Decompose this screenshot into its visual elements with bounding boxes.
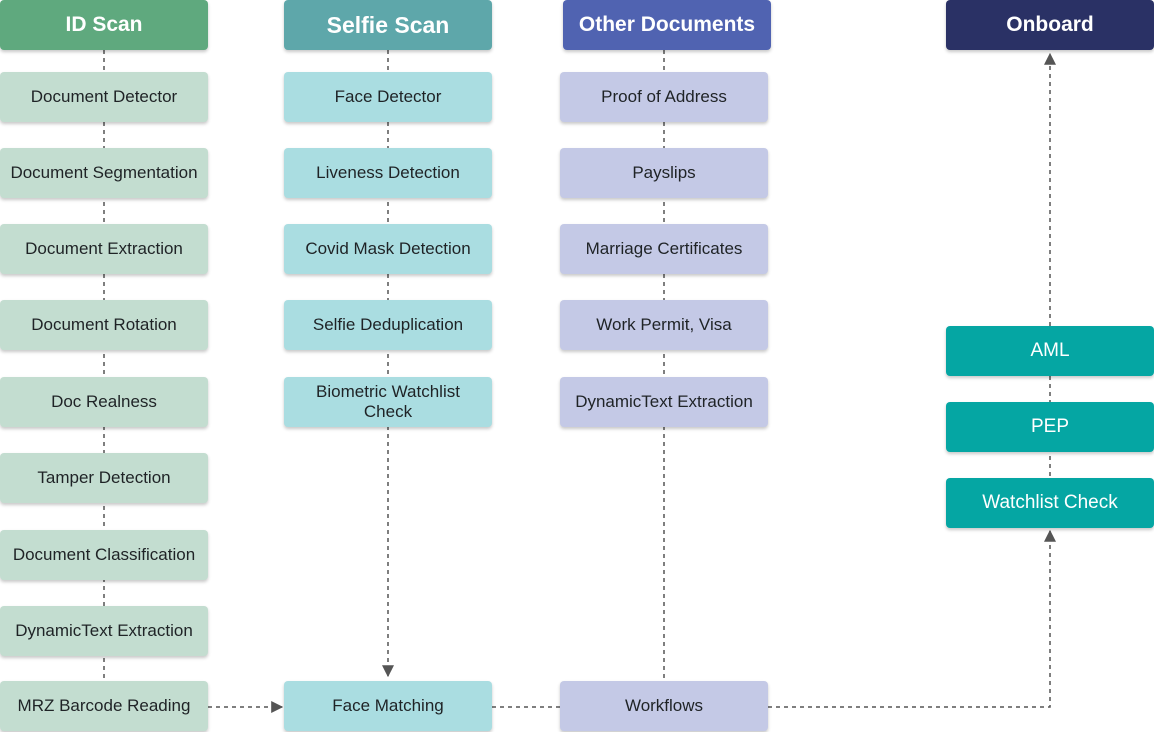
document-segmentation-box: Document Segmentation [0,148,208,198]
id-dynamictext-extraction-box: DynamicText Extraction [0,606,208,656]
document-rotation-box: Document Rotation [0,300,208,350]
covid-mask-detection-box: Covid Mask Detection [284,224,492,274]
document-extraction-box: Document Extraction [0,224,208,274]
face-matching-box: Face Matching [284,681,492,731]
payslips-box: Payslips [560,148,768,198]
pep-box: PEP [946,402,1154,452]
document-detector-box: Document Detector [0,72,208,122]
face-detector-box: Face Detector [284,72,492,122]
onboard-header: Onboard [946,0,1154,50]
id-scan-header: ID Scan [0,0,208,50]
selfie-deduplication-box: Selfie Deduplication [284,300,492,350]
work-permit-visa-box: Work Permit, Visa [560,300,768,350]
selfie-scan-header: Selfie Scan [284,0,492,50]
other-documents-header: Other Documents [563,0,771,50]
biometric-watchlist-check-box: Biometric Watchlist Check [284,377,492,427]
workflows-box: Workflows [560,681,768,731]
aml-box: AML [946,326,1154,376]
mrz-barcode-reading-box: MRZ Barcode Reading [0,681,208,731]
marriage-certificates-box: Marriage Certificates [560,224,768,274]
document-classification-box: Document Classification [0,530,208,580]
doc-realness-box: Doc Realness [0,377,208,427]
tamper-detection-box: Tamper Detection [0,453,208,503]
docs-dynamictext-extraction-box: DynamicText Extraction [560,377,768,427]
workflows-to-watchlist-arrow [768,529,1056,708]
liveness-detection-box: Liveness Detection [284,148,492,198]
watchlist-check-box: Watchlist Check [946,478,1154,528]
proof-of-address-box: Proof of Address [560,72,768,122]
